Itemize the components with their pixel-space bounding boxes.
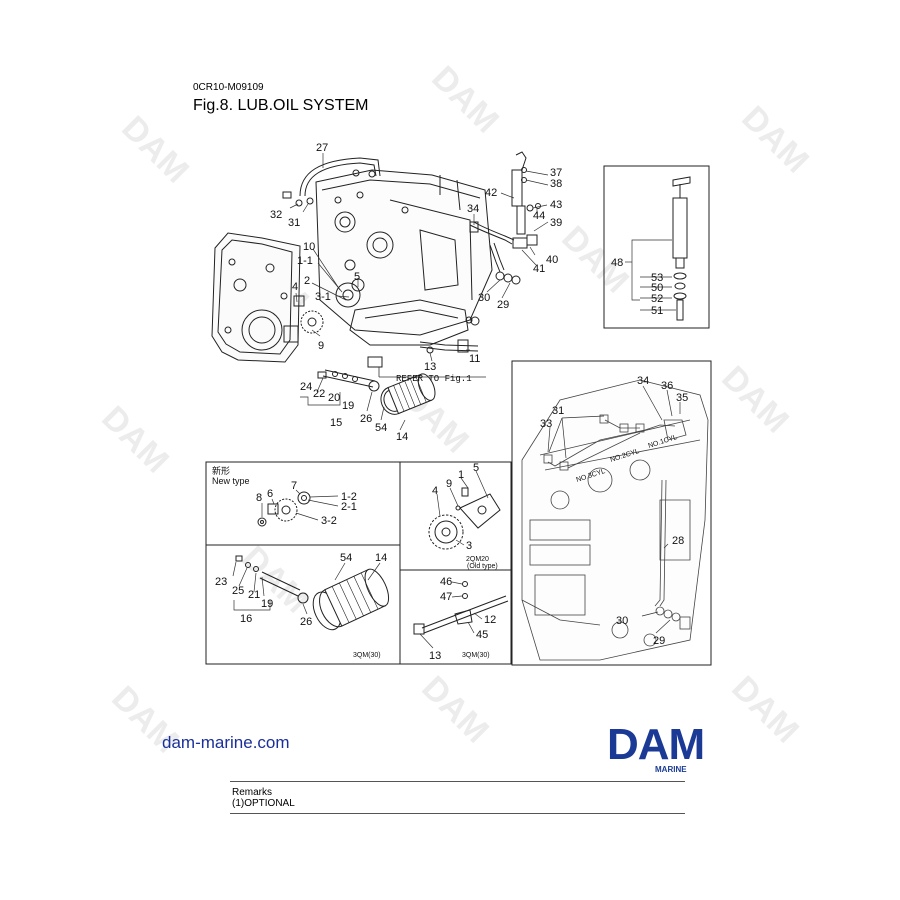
callout-eng-31: 31	[552, 405, 564, 417]
callout-5: 5	[354, 271, 360, 283]
old-type-sub: (Old type)	[467, 563, 498, 570]
refer-note: REFER TO Fig.1	[378, 367, 486, 384]
inset-new-type: 新形 New type 8 6 7 1-2 2-1 3-2	[205, 461, 401, 546]
callout-41: 41	[533, 263, 545, 275]
callout-eng-28: 28	[672, 535, 684, 547]
callout-nt-7: 7	[291, 480, 297, 492]
callout-nt-8: 8	[256, 492, 262, 504]
inset-engine: NO.3CYL NO.2CYL NO.1CYL 34 36 35 31 33 2…	[511, 360, 712, 666]
inset-pipe: 46 47 12 45 13 3QM(30)	[399, 569, 512, 665]
callout-ot-3: 3	[466, 540, 472, 552]
callout-eng-33: 33	[540, 418, 552, 430]
callout-22: 22	[313, 388, 325, 400]
callout-eng-36: 36	[661, 380, 673, 392]
callout-53: 53	[651, 272, 663, 284]
callout-f-25: 25	[232, 585, 244, 597]
main-assembly	[211, 151, 541, 415]
callout-nt-2-1: 2-1	[341, 501, 357, 513]
old-type-model: 2QM20	[466, 556, 489, 563]
callout-10: 10	[303, 241, 315, 253]
callout-51: 51	[651, 305, 663, 317]
callout-52: 52	[651, 293, 663, 305]
callout-40: 40	[546, 254, 558, 266]
callout-nt-1-2: 1-2	[341, 491, 357, 503]
inset-filter: 54 14 23 25 21 19 16 26 3QM(30)	[205, 544, 401, 665]
callout-27: 27	[316, 142, 328, 154]
callout-f-54: 54	[340, 552, 352, 564]
callout-43: 43	[550, 199, 562, 211]
callout-19: 19	[342, 400, 354, 412]
remarks-block: Remarks (1)OPTIONAL	[232, 787, 295, 809]
callout-32: 32	[270, 209, 282, 221]
callout-eng-30: 30	[616, 615, 628, 627]
callout-15: 15	[330, 417, 342, 429]
filter-model: 3QM(30)	[353, 652, 381, 659]
callout-nt-6: 6	[267, 488, 273, 500]
callout-f-21: 21	[248, 589, 260, 601]
callout-p-13: 13	[429, 650, 441, 662]
callout-34: 34	[467, 203, 479, 215]
pipe-model: 3QM(30)	[462, 652, 490, 659]
callout-9: 9	[318, 340, 324, 352]
callout-50: 50	[651, 282, 663, 294]
remarks-divider-top	[230, 781, 685, 782]
callout-f-23: 23	[215, 576, 227, 588]
document-code: 0CR10-M09109	[193, 82, 264, 93]
callout-f-16: 16	[240, 613, 252, 625]
callout-2: 2	[304, 275, 310, 287]
callout-48: 48	[611, 257, 623, 269]
callout-26: 26	[360, 413, 372, 425]
callout-3-1: 3-1	[315, 291, 331, 303]
dam-marine-logo: DAM MARINE	[607, 725, 705, 774]
brand-logo-sub: MARINE	[655, 765, 687, 774]
callout-11: 11	[469, 353, 480, 365]
remarks-divider-bottom	[230, 813, 685, 814]
callout-p-47: 47	[440, 591, 452, 603]
callout-ot-1: 1	[458, 469, 464, 481]
page-title: Fig.8. LUB.OIL SYSTEM	[193, 97, 369, 114]
callout-44: 44	[533, 210, 545, 222]
callout-1-1: 1-1	[297, 255, 313, 267]
callout-ot-4: 4	[432, 485, 438, 497]
callout-p-46: 46	[440, 576, 452, 588]
callout-29: 29	[497, 299, 509, 311]
callout-p-45: 45	[476, 629, 488, 641]
callout-eng-35: 35	[676, 392, 688, 404]
main-callouts: 27 32 31 10 1-1 2 5 3-1 9 4 34 42 37 38 …	[270, 142, 562, 443]
inset-pump: 48 53 50 52 51	[603, 165, 710, 329]
callout-nt-3-2: 3-2	[321, 515, 337, 527]
callout-14: 14	[396, 431, 408, 443]
inset-old-type: 1 5 4 9 3 2QM20 (Old type)	[399, 461, 512, 571]
callout-p-12: 12	[484, 614, 496, 626]
callout-f-19: 19	[261, 598, 273, 610]
brand-logo-word: DAM	[607, 725, 704, 769]
callout-ot-5: 5	[473, 462, 479, 474]
callout-37: 37	[550, 167, 562, 179]
callout-f-26: 26	[300, 616, 312, 628]
refer-note-text: REFER TO Fig.1	[396, 374, 472, 384]
new-type-label: New type	[212, 476, 250, 486]
callout-38: 38	[550, 178, 562, 190]
callout-4: 4	[292, 281, 298, 293]
callout-eng-34: 34	[637, 375, 649, 387]
callout-42: 42	[485, 187, 497, 199]
callout-ot-9: 9	[446, 478, 452, 490]
callout-24: 24	[300, 381, 312, 393]
new-type-jp-label: 新形	[212, 465, 230, 476]
callout-13: 13	[424, 361, 436, 373]
remarks-item: (1)OPTIONAL	[232, 798, 295, 809]
callout-20: 20	[328, 392, 340, 404]
callout-f-14: 14	[375, 552, 387, 564]
callout-eng-29: 29	[653, 635, 665, 647]
callout-31: 31	[288, 217, 300, 229]
website-link[interactable]: dam-marine.com	[162, 733, 290, 752]
main-leaders	[289, 153, 549, 431]
callout-54: 54	[375, 422, 387, 434]
callout-30: 30	[478, 292, 490, 304]
callout-39: 39	[550, 217, 562, 229]
remarks-title: Remarks	[232, 787, 273, 798]
